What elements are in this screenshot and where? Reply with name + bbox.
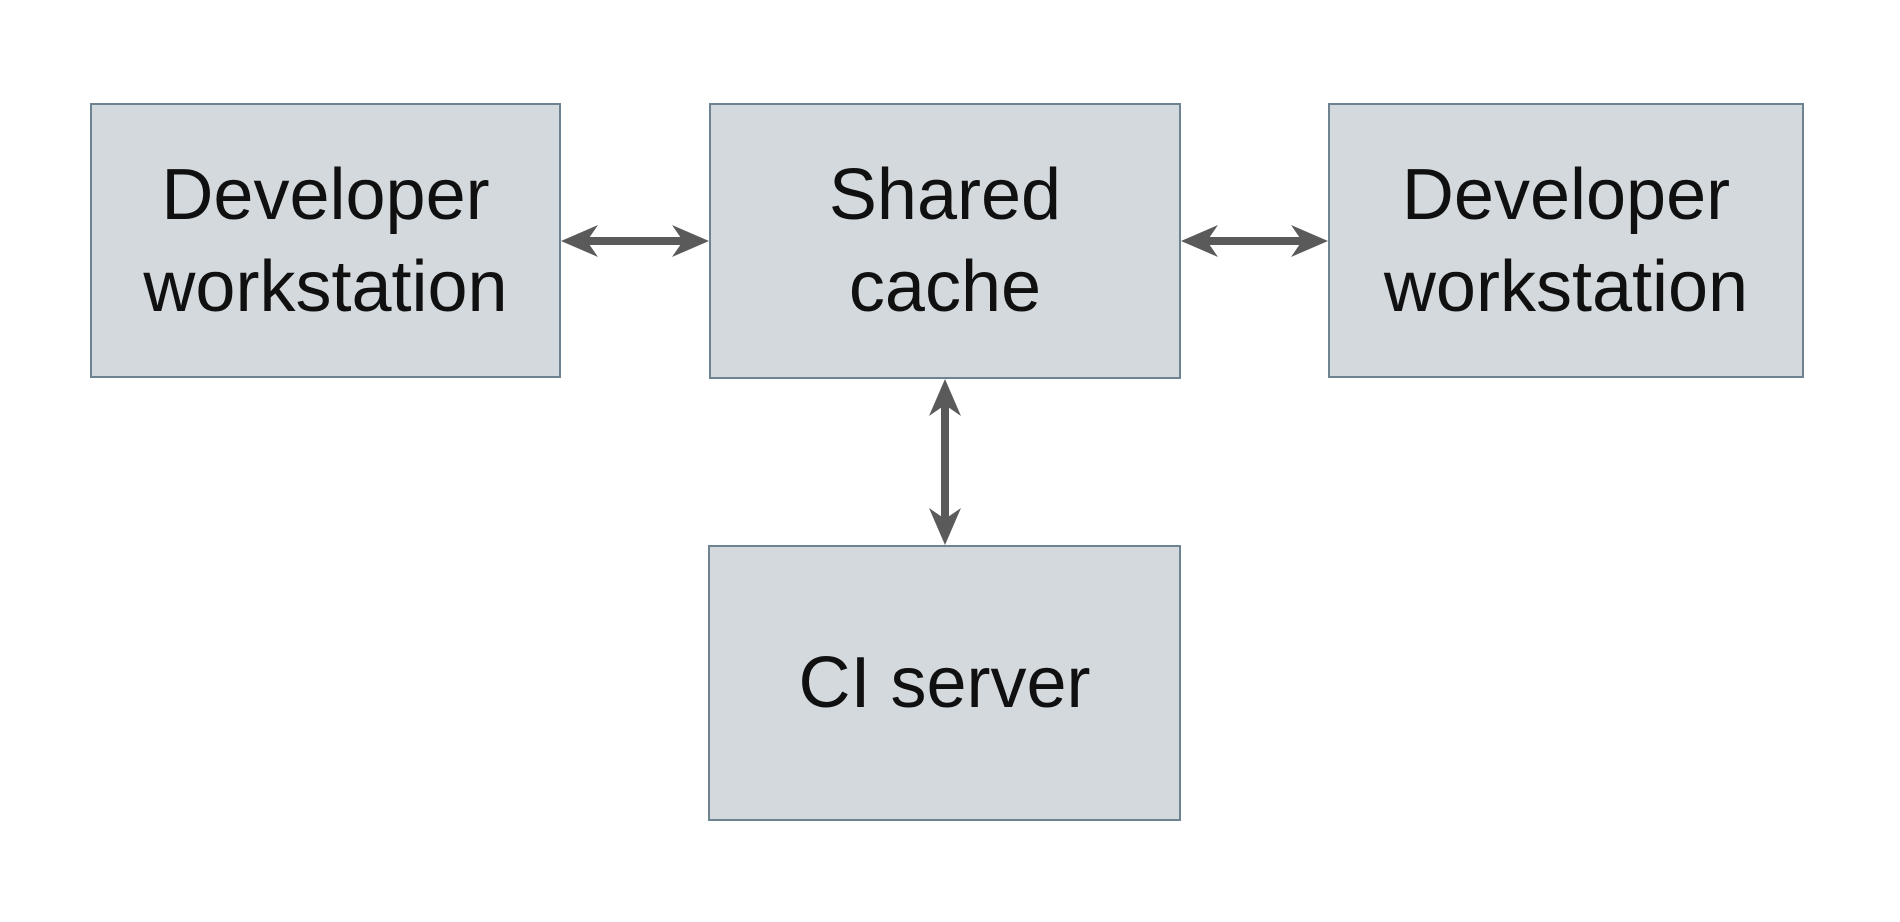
node-ci-server: CI server — [708, 545, 1181, 821]
double-arrow-icon — [561, 225, 709, 257]
node-label-shared-cache: Shared cache — [828, 155, 1062, 327]
node-label-ci-server: CI server — [798, 643, 1091, 723]
double-arrow-icon — [1181, 225, 1328, 257]
node-developer-workstation-left: Developer workstation — [90, 103, 561, 378]
node-label-developer-workstation-right: Developer workstation — [1383, 154, 1749, 327]
node-developer-workstation-right: Developer workstation — [1328, 103, 1804, 378]
double-arrow-icon — [929, 379, 961, 545]
node-label-developer-workstation-left: Developer workstation — [143, 154, 508, 327]
node-shared-cache: Shared cache — [709, 103, 1181, 379]
